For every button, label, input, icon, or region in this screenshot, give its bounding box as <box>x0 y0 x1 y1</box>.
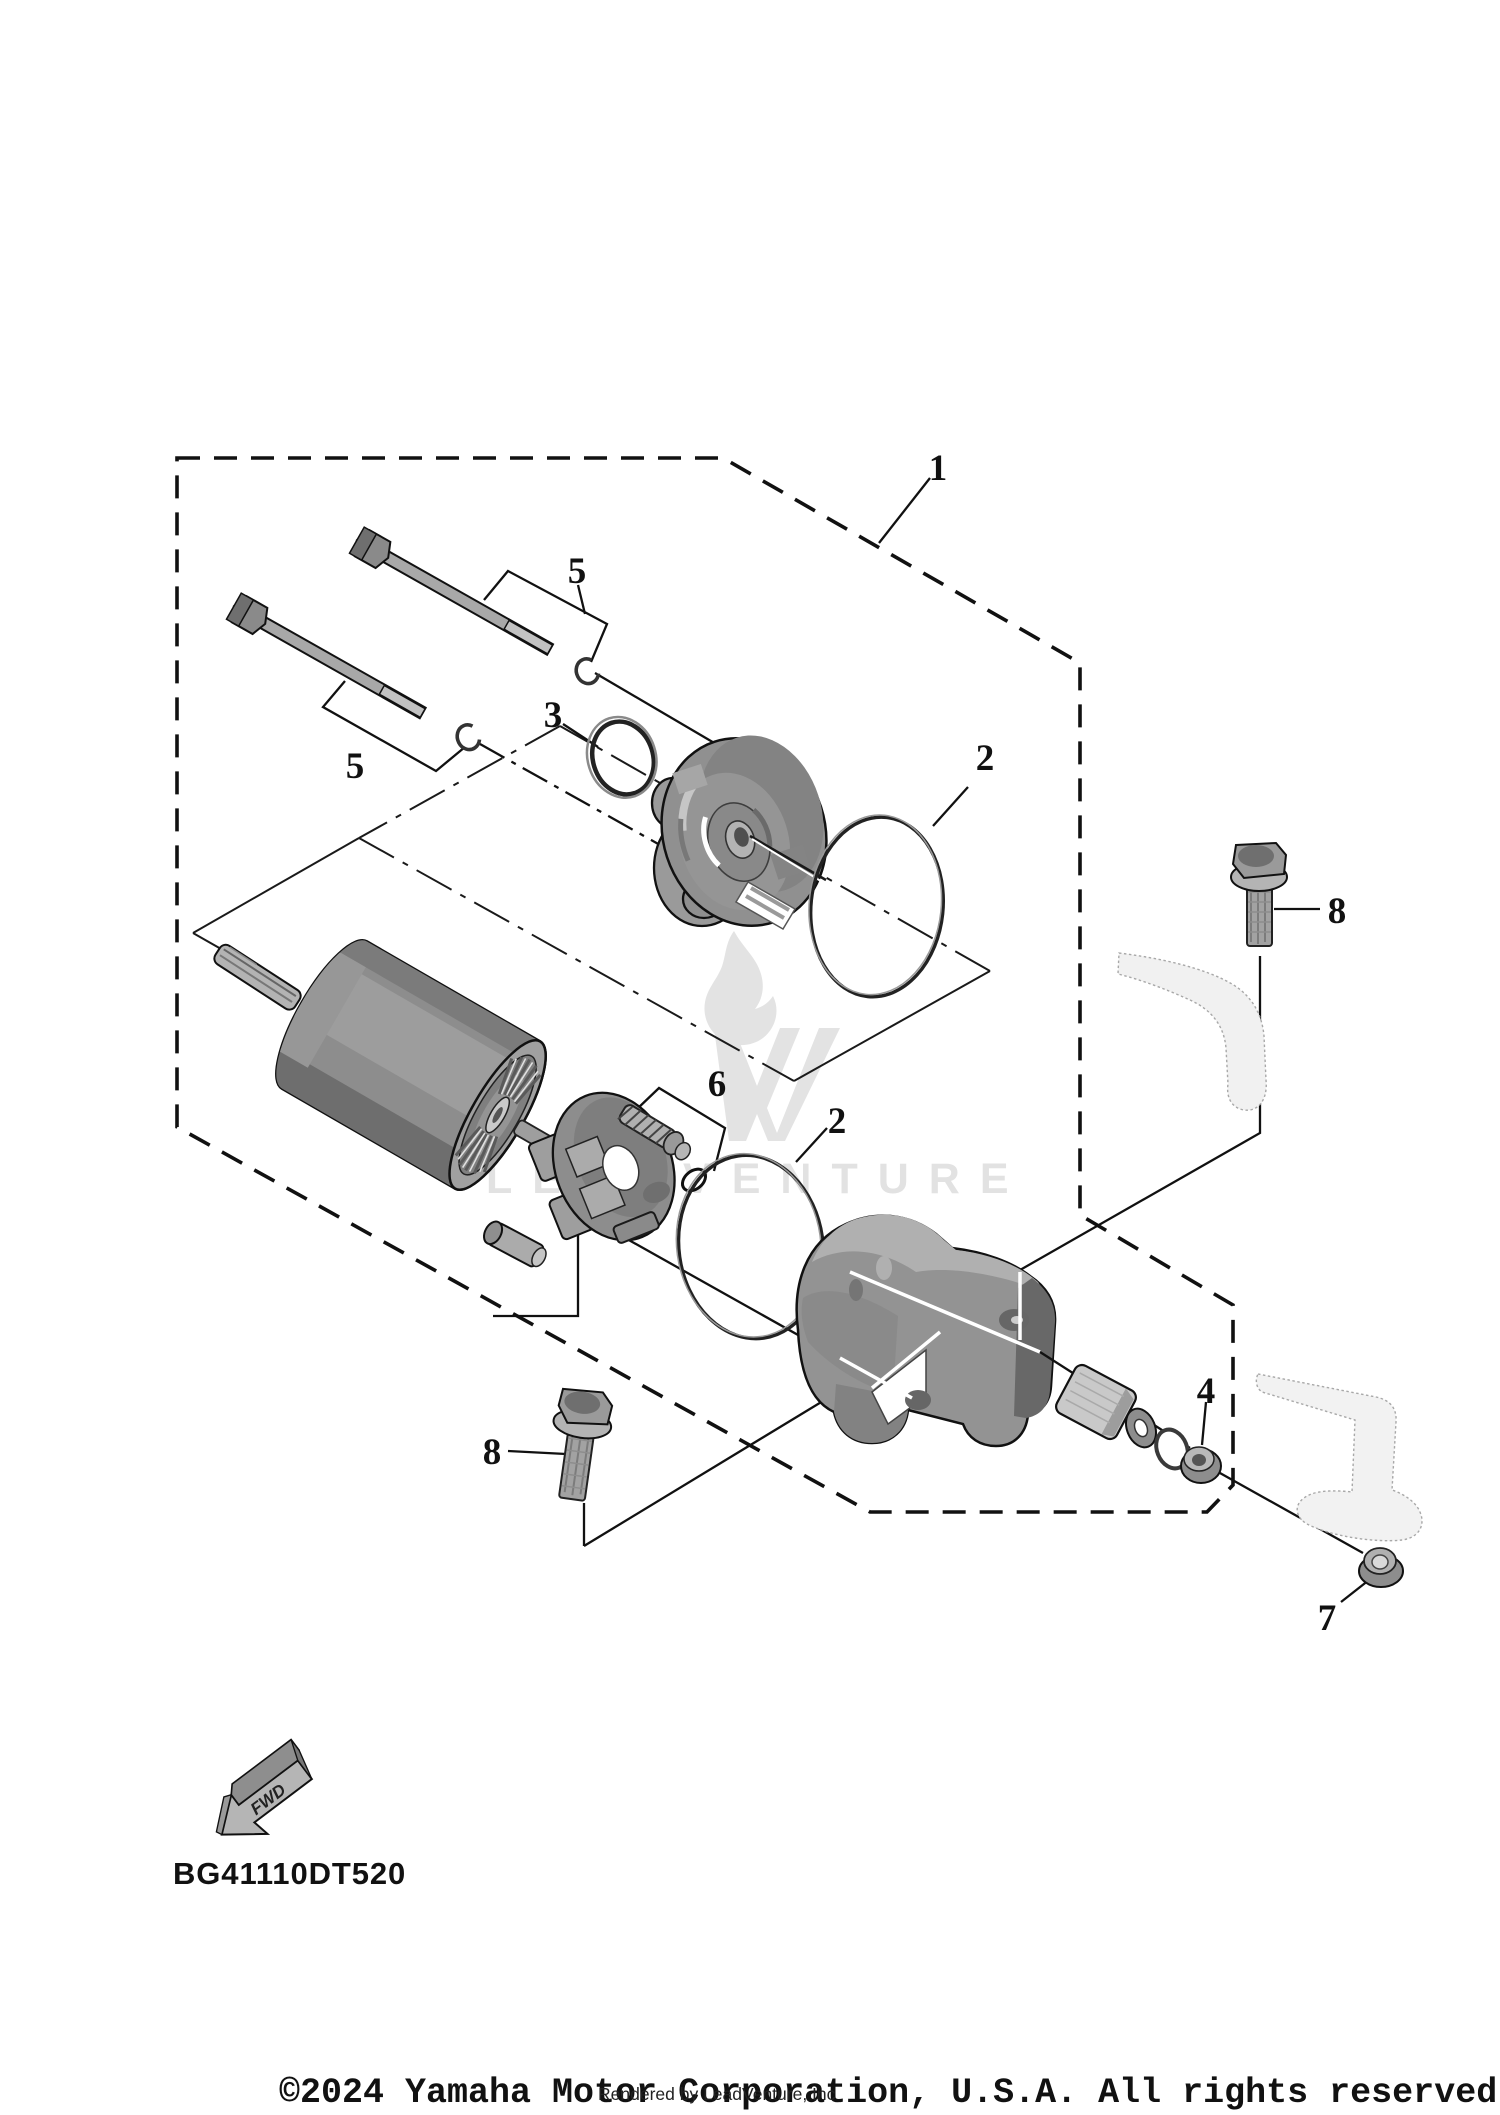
svg-text:1: 1 <box>929 448 948 489</box>
svg-text:5: 5 <box>568 551 587 592</box>
svg-text:7: 7 <box>1318 1598 1337 1639</box>
svg-text:3: 3 <box>544 695 563 736</box>
svg-text:2: 2 <box>976 738 995 779</box>
svg-text:BG41110DT520: BG41110DT520 <box>173 1856 406 1891</box>
svg-text:4: 4 <box>1197 1371 1216 1412</box>
svg-text:2: 2 <box>828 1101 847 1142</box>
svg-text:©2024 Yamaha Motor Corporation: ©2024 Yamaha Motor Corporation, U.S.A. A… <box>279 2073 1500 2113</box>
svg-text:8: 8 <box>483 1432 502 1473</box>
svg-text:6: 6 <box>708 1064 727 1105</box>
svg-text:5: 5 <box>346 746 365 787</box>
svg-text:8: 8 <box>1328 891 1347 932</box>
svg-text:Rendered by LeadVenture, Inc: Rendered by LeadVenture, Inc <box>598 2084 836 2104</box>
